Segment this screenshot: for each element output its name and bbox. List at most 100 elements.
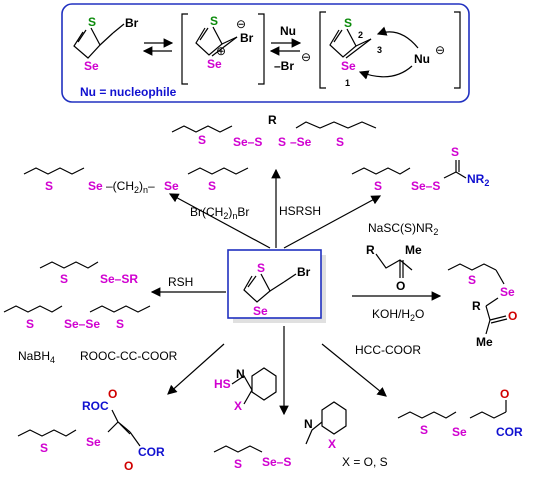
alkylene-chain: –(CH2)n– xyxy=(106,179,155,195)
nitrogen-atom: N xyxy=(304,417,313,431)
sulfur-atom: S xyxy=(45,179,53,193)
se-sr-group: Se–SR xyxy=(100,272,138,286)
positive-charge-symbol: ⊕ xyxy=(216,44,226,58)
ester-group: COR xyxy=(496,425,523,439)
negative-charge-symbol: ⊖ xyxy=(236,17,246,31)
seleniranium-intermediate: S Se ⊕ ⊖ Br xyxy=(181,13,265,85)
sulfur-atom: S xyxy=(198,133,206,147)
central-compound-frame xyxy=(227,249,322,319)
x-atom: X xyxy=(328,437,336,451)
arrow-to-acrylate-product xyxy=(321,343,387,397)
bromine-atom: Br xyxy=(125,16,139,30)
negative-charge-symbol: ⊖ xyxy=(301,50,311,64)
bromide-loss-label: –Br xyxy=(274,59,294,73)
position-number-1: 1 xyxy=(345,78,350,88)
ketone-reagent-structure: R Me O xyxy=(366,243,422,293)
product-maleate-adduct: ROC O S Se O COR xyxy=(17,387,165,473)
selenium-atom: Se xyxy=(500,285,515,299)
oxygen-atom: O xyxy=(396,279,405,293)
selenium-atom: Se xyxy=(253,304,268,318)
base-reagent: KOH/H2O xyxy=(372,307,424,323)
thione-sulfur: S xyxy=(451,145,459,159)
product-selenenyl-sulfide: S Se–SR xyxy=(39,261,138,286)
product-acrylate: S Se O COR xyxy=(397,387,523,439)
sulfur-atom: S xyxy=(116,317,124,331)
sulfur-atom: S xyxy=(420,423,428,437)
se-s-linkage: Se–S xyxy=(262,455,291,469)
x-options-label: X = O, S xyxy=(342,455,388,469)
diselenide-linkage: Se–Se xyxy=(64,317,100,331)
sulfur-atom: S xyxy=(257,261,265,275)
methyl-group: Me xyxy=(405,243,422,257)
selenium-atom: Se xyxy=(207,57,222,71)
mercaptobenzazole-reagent: HS N X xyxy=(214,367,277,413)
product-dithiocarbamate: S Se–S S NR2 xyxy=(351,145,489,193)
attack-arrow-se1 xyxy=(358,65,413,80)
sulfur-atom: S xyxy=(468,273,476,287)
sulfur-atom: S xyxy=(210,14,218,28)
borohydride-reagent: NaBH4 xyxy=(18,349,55,365)
carbonyl-oxygen: O xyxy=(124,459,133,473)
carbonyl-oxygen: O xyxy=(108,387,117,401)
dithiocarbamate-reagent: NaSC(S)NR2 xyxy=(368,221,438,237)
nucleophile-symbol: Nu xyxy=(414,52,430,66)
arrow-to-dithiocarbamate xyxy=(283,195,382,249)
position-number-3: 3 xyxy=(377,45,382,55)
product-bis-selenide: S Se –(CH2)n– Se S xyxy=(23,167,249,195)
sulfur-atom: S xyxy=(278,135,286,149)
selenium-atom: Se xyxy=(88,179,103,193)
se-s-linkage: Se–S xyxy=(233,135,262,149)
sulfur-atom: S xyxy=(60,272,68,286)
selenium-atom: Se xyxy=(341,59,356,73)
nitrogen-atom: N xyxy=(236,367,245,381)
sulfur-atom: S xyxy=(336,135,344,149)
product-thiol-bridged: S Se–S R S –Se S xyxy=(171,113,377,149)
selenium-atom: Se xyxy=(452,425,467,439)
sulfur-atom: S xyxy=(88,15,96,29)
selenium-atom: Se xyxy=(86,435,101,449)
central-compound: S Se Br xyxy=(227,249,326,323)
dialkylamino-group: NR2 xyxy=(467,172,489,188)
sulfur-atom: S xyxy=(234,457,242,471)
ester-group: COR xyxy=(138,445,165,459)
product-diselenide: S Se–Se S xyxy=(3,305,151,331)
product-ketone: S Se R O Me xyxy=(447,263,517,349)
r-group: R xyxy=(268,113,277,127)
acyl-group-top: ROC xyxy=(82,399,109,413)
position-number-2: 2 xyxy=(358,30,363,40)
dibromoalkane-reagent: Br(CH2)nBr xyxy=(190,205,249,221)
thiol-group: HS xyxy=(214,377,231,391)
bromine-atom: Br xyxy=(297,265,311,279)
negative-charge-symbol: ⊖ xyxy=(435,43,445,57)
attack-arrow-c2 xyxy=(376,26,419,49)
thiol-reagent: RSH xyxy=(168,275,193,289)
sulfur-atom: S xyxy=(374,179,382,193)
sulfur-atom: S xyxy=(344,16,352,30)
r-group: R xyxy=(366,243,375,257)
propiolate-reagent: HCC-COOR xyxy=(355,343,421,357)
carbonyl-oxygen: O xyxy=(508,309,517,323)
methyl-group: Me xyxy=(476,335,493,349)
mechanism-panel: S Se Br S Se ⊕ ⊖ Br Nu –Br ⊖ xyxy=(61,3,470,103)
sulfur-atom: S xyxy=(26,317,34,331)
r-group: R xyxy=(472,299,481,313)
arrow-to-maleate-adduct xyxy=(167,343,225,395)
selenium-atom: –Se xyxy=(290,135,312,149)
sulfur-atom: S xyxy=(208,179,216,193)
dithiol-reagent: HSRSH xyxy=(279,204,321,218)
nucleophilic-attack-intermediate: S Se 2 3 1 Nu ⊖ xyxy=(319,11,461,89)
sulfur-atom: S xyxy=(40,441,48,455)
selenium-atom: Se xyxy=(84,59,99,73)
product-benzazole: S Se–S N X X = O, S xyxy=(213,401,388,471)
arrow-to-bis-selenide xyxy=(168,193,271,249)
diester-reagent: ROOC-CC-COOR xyxy=(80,349,178,363)
start-molecule: S Se Br xyxy=(73,15,139,73)
carbonyl-oxygen: O xyxy=(500,387,509,401)
x-atom: X xyxy=(234,399,242,413)
bromide-counterion: Br xyxy=(240,31,254,45)
se-s-linkage: Se–S xyxy=(411,179,440,193)
nucleophile-reagent: Nu xyxy=(280,24,296,38)
selenium-atom: Se xyxy=(164,179,179,193)
nucleophile-legend: Nu = nucleophile xyxy=(80,85,177,99)
